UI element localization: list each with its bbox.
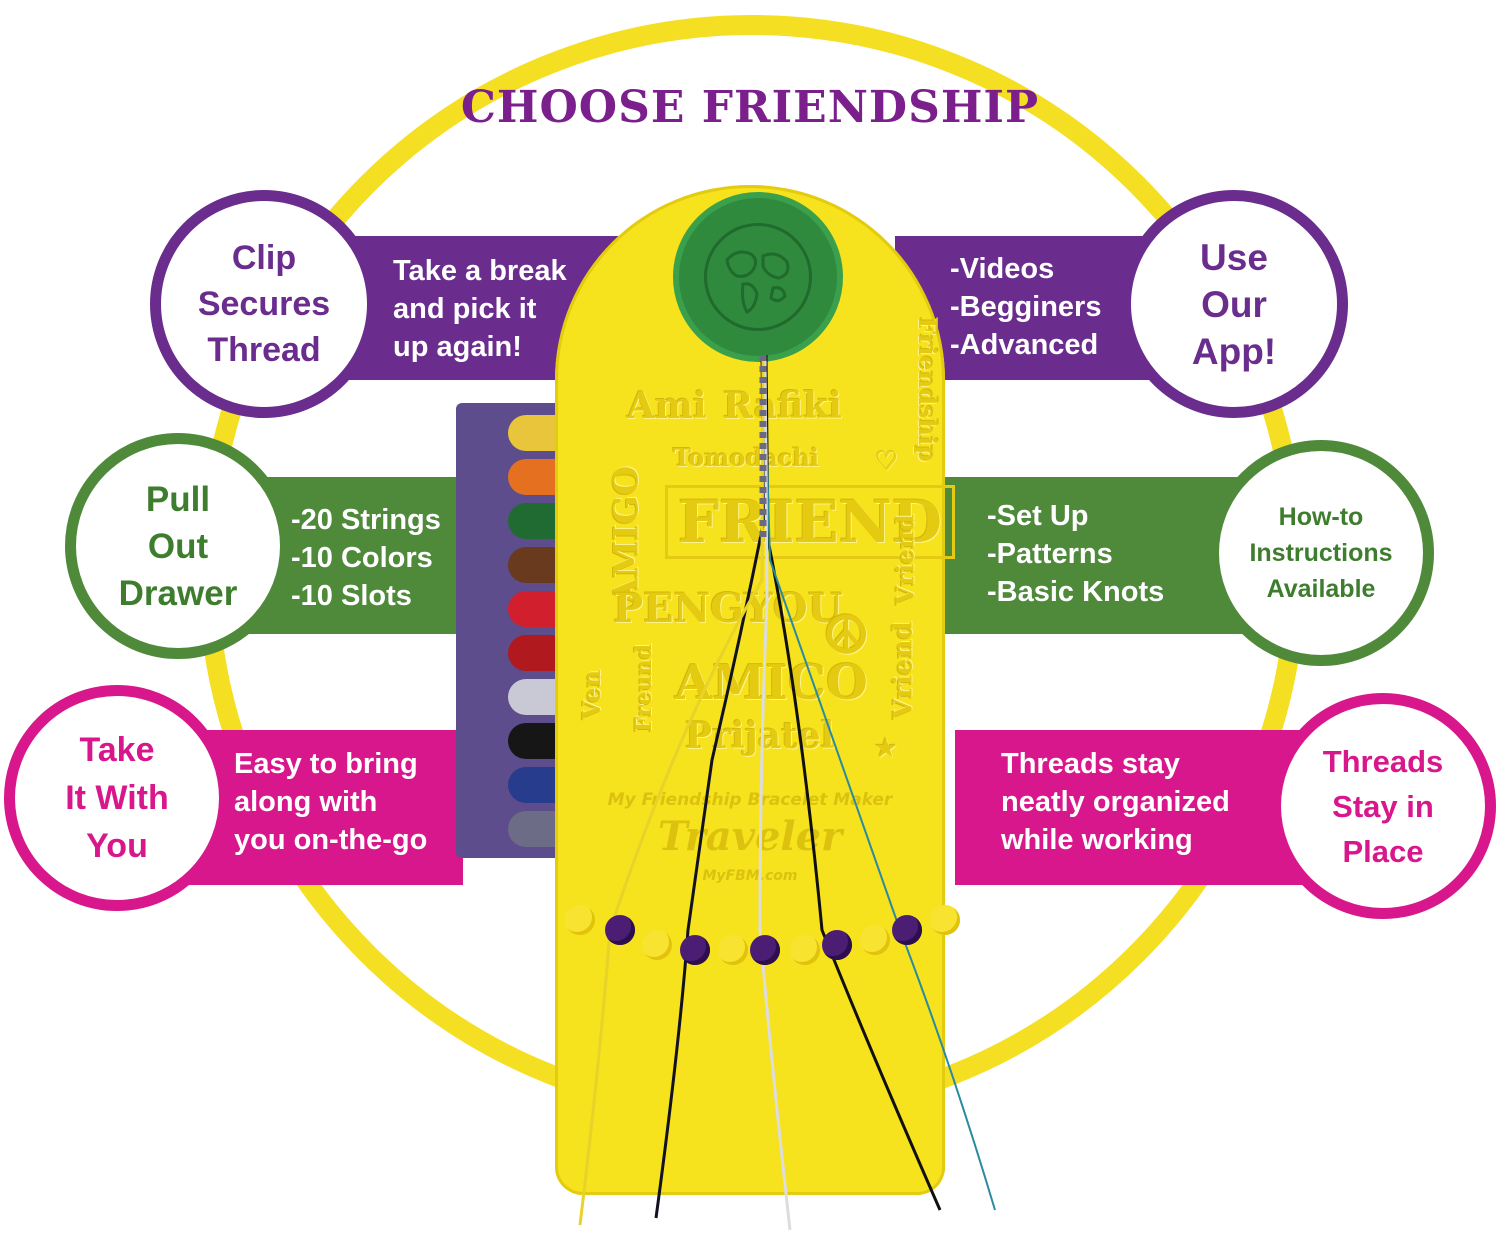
engraved-word-rafiki: Rafiki (723, 385, 842, 427)
globe-icon (704, 223, 812, 331)
heart-icon: ♡ (875, 447, 899, 477)
bead (822, 930, 852, 960)
engraved-word-tomodachi: Tomodachi (673, 443, 820, 472)
peg (860, 925, 890, 955)
bead (750, 935, 780, 965)
engraved-word-prijatel: Prijatel (685, 715, 835, 757)
peg (718, 935, 748, 965)
threads-band: Threads stay neatly organized while work… (955, 730, 1330, 885)
peg (565, 905, 595, 935)
engraved-word-friend: FRIEND (665, 485, 956, 559)
peg (790, 935, 820, 965)
instructions-band-text: -Set Up -Patterns -Basic Knots (987, 500, 1165, 608)
maker-url: MyFBM.com (702, 868, 798, 884)
engraved-word-pengyou: PENGYOU (613, 585, 843, 632)
headline: CHOOSE FRIENDSHIP (460, 82, 1040, 133)
star-icon: ★ (875, 733, 897, 762)
bead (892, 915, 922, 945)
clip-disc (673, 192, 843, 362)
peg (642, 930, 672, 960)
maker-brand: My Friendship Bracelet Maker (607, 790, 893, 810)
engraved-word-ami: Ami (627, 385, 707, 427)
instructions-circle: How-to Instructions Available (1208, 440, 1434, 666)
travel-circle: Take It With You (4, 685, 230, 911)
bead (605, 915, 635, 945)
drawer-band-text: -20 Strings -10 Colors -10 Slots (291, 504, 441, 612)
clip-circle: Clip Secures Thread (150, 190, 378, 418)
peg (930, 905, 960, 935)
bead (680, 935, 710, 965)
clip-band-text: Take a break and pick it up again! (393, 255, 567, 363)
app-circle: Use Our App! (1120, 190, 1348, 418)
drawer-circle: Pull Out Drawer (65, 433, 291, 659)
threads-circle: Threads Stay in Place (1270, 693, 1496, 919)
threads-band-text: Threads stay neatly organized while work… (1001, 748, 1230, 856)
bracelet-maker: Ami Rafiki Tomodachi FRIEND AMIGO PENGYO… (555, 185, 956, 1195)
travel-band-text: Easy to bring along with you on-the-go (234, 748, 428, 856)
peace-icon: ☮ (823, 605, 870, 666)
app-band-text: -Videos -Begginers -Advanced (950, 253, 1102, 361)
